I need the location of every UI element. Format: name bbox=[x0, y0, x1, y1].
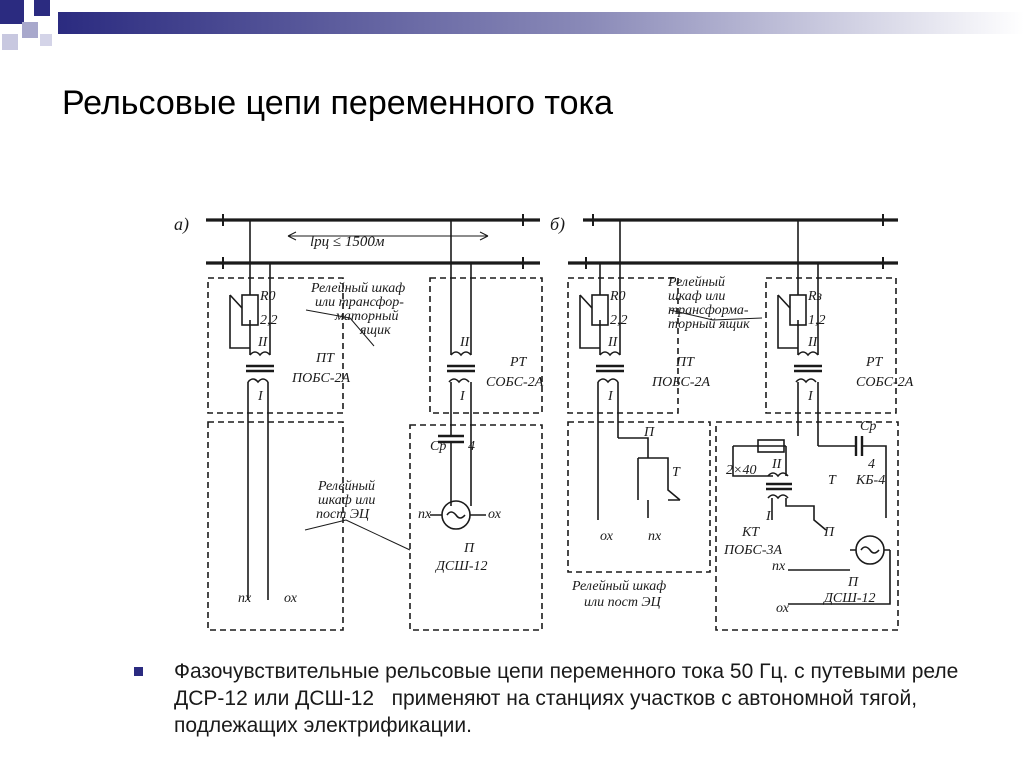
cabinet-caption-line: маторный bbox=[334, 309, 398, 324]
bullet-square-icon bbox=[134, 667, 143, 676]
cabinet-caption-line: или трансфор- bbox=[315, 295, 404, 310]
transformer-label: РТ bbox=[509, 355, 528, 370]
transformer-type: СОБС-2А bbox=[856, 375, 914, 390]
relay-type: ДСШ-12 bbox=[822, 591, 876, 606]
capacitor-label: Cр bbox=[430, 439, 446, 454]
relay-label: П bbox=[463, 541, 475, 556]
resistor-label: R0 bbox=[609, 289, 626, 304]
cabinet-caption-line: Релейный bbox=[667, 275, 725, 290]
terminal-label: ох bbox=[776, 601, 790, 616]
capacitor-label: Cр bbox=[860, 419, 876, 434]
transformer-label: РТ bbox=[865, 355, 884, 370]
resistor-value: 2,2 bbox=[610, 313, 628, 328]
resistor bbox=[241, 294, 259, 326]
relay-type: ДСШ-12 bbox=[434, 559, 488, 574]
contact-label: П bbox=[643, 425, 655, 440]
cabinet-caption-line: шкаф или bbox=[668, 289, 725, 304]
panel-a-label: а) bbox=[174, 214, 189, 235]
transformer-coil bbox=[249, 351, 271, 357]
post-box bbox=[715, 421, 899, 631]
panel-a bbox=[206, 214, 543, 631]
terminal-label: пх bbox=[772, 559, 786, 574]
winding-label: I bbox=[459, 389, 466, 404]
rail-circuit-schematic: а) lрц ≤ 1500м R0 2,2 II I Релейный шкаф… bbox=[174, 214, 914, 631]
resistor-value: 1,2 bbox=[808, 313, 826, 328]
resistor bbox=[591, 294, 609, 326]
length-label: lрц ≤ 1500м bbox=[310, 234, 385, 250]
winding-label: I bbox=[257, 389, 264, 404]
contact-label: Т bbox=[672, 465, 681, 480]
terminal-label: ох bbox=[488, 507, 502, 522]
transformer-label: ПТ bbox=[675, 355, 695, 370]
resistor-label: Rз bbox=[807, 289, 823, 304]
relay-label: П bbox=[823, 525, 835, 540]
post-caption-line: пост ЭЦ bbox=[316, 507, 370, 522]
bullet-text: Фазочувствительные рельсовые цепи переме… bbox=[174, 660, 965, 737]
feed-wires bbox=[247, 382, 269, 600]
transformer-label: ПТ bbox=[315, 351, 335, 366]
bullet-item: Фазочувствительные рельсовые цепи переме… bbox=[130, 658, 990, 739]
cabinet-box bbox=[429, 277, 543, 414]
winding-label: II bbox=[771, 457, 783, 472]
capacitor-type: КБ-4 bbox=[855, 473, 885, 488]
winding-label: I bbox=[607, 389, 614, 404]
winding-label: I bbox=[765, 509, 772, 524]
terminal-label: пх bbox=[238, 591, 252, 606]
cabinet-caption-line: ящик bbox=[359, 323, 391, 338]
header-square bbox=[2, 34, 18, 50]
winding-label: II bbox=[257, 335, 269, 350]
relay-label: П bbox=[847, 575, 859, 590]
resistor-label: R0 bbox=[259, 289, 276, 304]
resistor bbox=[789, 294, 807, 326]
header-square bbox=[22, 22, 38, 38]
resistor-value: 2×40 bbox=[726, 463, 756, 478]
cabinet-box bbox=[207, 277, 344, 414]
terminal-label: пх bbox=[648, 529, 662, 544]
cabinet-caption-line: торный ящик bbox=[668, 317, 750, 332]
winding-label: I bbox=[807, 389, 814, 404]
panel-b-label: б) bbox=[550, 214, 565, 235]
header-square bbox=[34, 0, 50, 16]
winding-label: II bbox=[459, 335, 471, 350]
header-square bbox=[40, 34, 52, 46]
cabinet-caption-line: трансформа- bbox=[668, 303, 749, 318]
winding-label: II bbox=[807, 335, 819, 350]
slide-title: Рельсовые цепи переменного тока bbox=[62, 84, 614, 122]
transformer-type: ПОБС-2А bbox=[651, 375, 710, 390]
post-box bbox=[207, 421, 344, 631]
post-caption-line: шкаф или bbox=[318, 493, 375, 508]
decorative-header bbox=[0, 0, 1024, 50]
transformer-type: СОБС-2А bbox=[486, 375, 544, 390]
header-gradient-bar bbox=[58, 12, 1024, 34]
cabinet-box bbox=[567, 277, 679, 414]
terminal-label: ох bbox=[600, 529, 614, 544]
capacitor-value: 4 bbox=[468, 439, 475, 454]
post-box bbox=[567, 421, 711, 573]
post-caption-line: Релейный bbox=[317, 479, 375, 494]
terminal-label: пх bbox=[418, 507, 432, 522]
capacitor-value: 4 bbox=[868, 457, 875, 472]
winding-label: II bbox=[607, 335, 619, 350]
terminal-label: ох bbox=[284, 591, 298, 606]
transformer-type: ПОБС-2А bbox=[291, 371, 350, 386]
transformer-type: ПОБС-3А bbox=[723, 543, 782, 558]
cabinet-caption-line: Релейный шкаф bbox=[310, 281, 405, 296]
post-caption-line: или пост ЭЦ bbox=[584, 595, 662, 610]
resistor-2x40 bbox=[757, 439, 785, 453]
cabinet-box bbox=[765, 277, 897, 414]
resistor-value: 2,2 bbox=[260, 313, 278, 328]
contact-label: Т bbox=[828, 473, 837, 488]
post-caption-line: Релейный шкаф bbox=[571, 579, 666, 594]
transformer-label: КТ bbox=[741, 525, 760, 540]
post-box bbox=[409, 424, 543, 631]
header-square bbox=[0, 0, 24, 24]
panel-b bbox=[567, 214, 899, 631]
